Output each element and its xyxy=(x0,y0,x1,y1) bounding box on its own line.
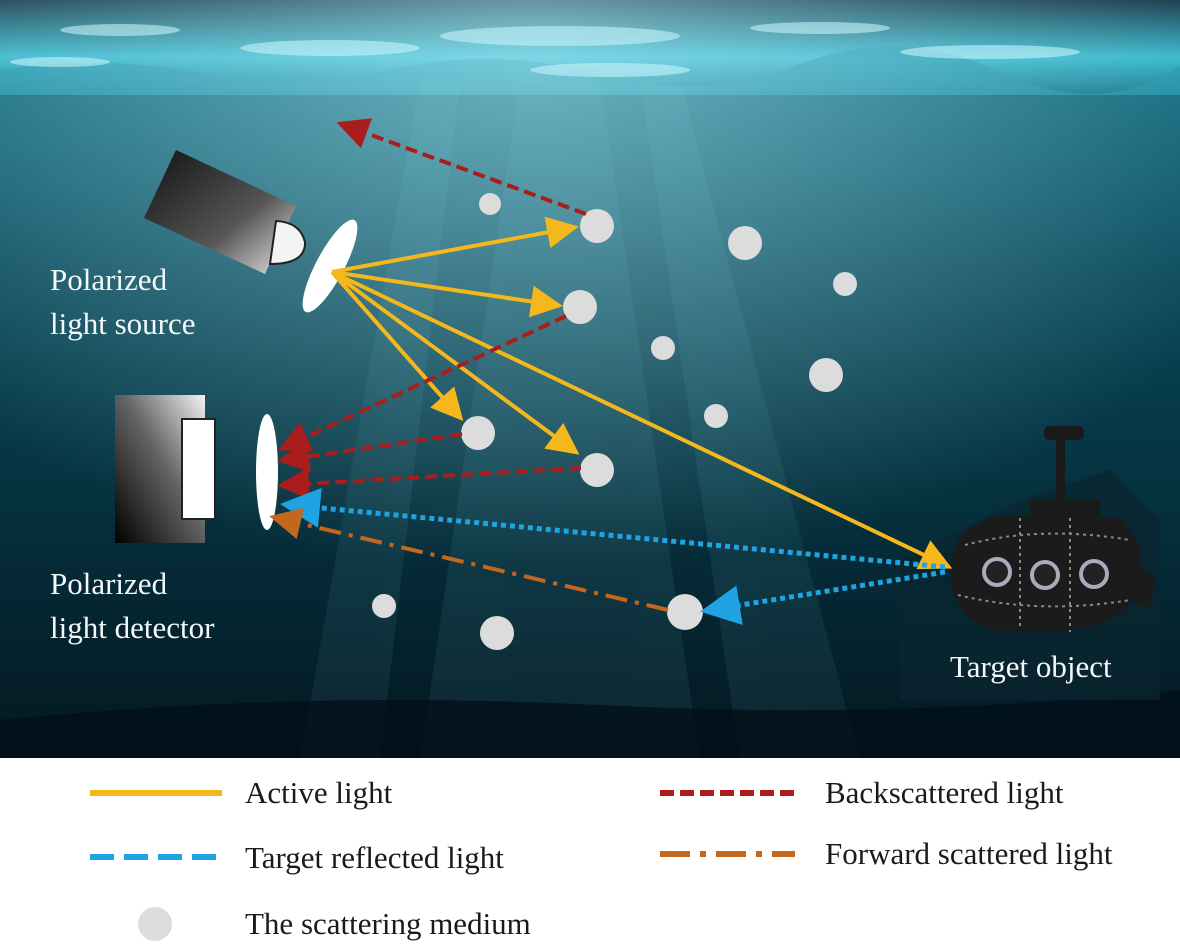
legend-label-target-reflected: Target reflected light xyxy=(245,840,504,875)
particle-icon xyxy=(651,336,675,360)
light-source-label-line1: Polarized xyxy=(50,262,168,297)
detector-label-line1: Polarized xyxy=(50,566,168,601)
light-source-label-line2: light source xyxy=(50,306,196,341)
legend-label-forward-scattered: Forward scattered light xyxy=(825,836,1113,871)
particle-icon xyxy=(833,272,857,296)
legend-swatch-medium xyxy=(138,907,172,941)
submarine-icon xyxy=(950,426,1155,632)
legend-label-active: Active light xyxy=(245,775,393,810)
target-reflected-rays xyxy=(280,487,946,625)
active-ray xyxy=(330,270,464,422)
particle-icon xyxy=(461,416,495,450)
reflected-ray xyxy=(280,487,946,570)
detector-icon xyxy=(115,395,278,543)
legend-label-backscattered: Backscattered light xyxy=(825,775,1064,810)
light-rays xyxy=(300,80,860,760)
light-source-label: Polarized light source xyxy=(50,258,196,346)
backscatter-ray xyxy=(277,466,582,500)
light-source-icon xyxy=(144,150,307,274)
target-label: Target object xyxy=(950,649,1112,684)
particle-icon xyxy=(667,594,703,630)
seabed xyxy=(0,690,1180,760)
particle-icon xyxy=(372,594,396,618)
active-ray xyxy=(330,270,580,455)
active-ray xyxy=(331,270,563,318)
active-ray xyxy=(331,270,953,570)
particle-icon xyxy=(480,616,514,650)
backscatter-ray xyxy=(277,314,567,452)
particle-icon xyxy=(809,358,843,392)
active-ray xyxy=(331,216,579,274)
underwater-scene xyxy=(0,0,1180,760)
particles xyxy=(372,193,857,650)
backscattered-rays xyxy=(277,118,587,500)
polarizer-icon xyxy=(302,219,358,313)
reflected-ray xyxy=(700,569,946,625)
legend-label-medium: The scattering medium xyxy=(245,906,531,941)
detector-label: Polarized light detector xyxy=(50,562,214,650)
particle-icon xyxy=(580,209,614,243)
particle-icon xyxy=(728,226,762,260)
particle-icon xyxy=(563,290,597,324)
detector-label-line2: light detector xyxy=(50,610,215,645)
particle-icon xyxy=(479,193,501,215)
active-light-rays xyxy=(330,216,953,570)
backscatter-ray xyxy=(277,432,463,473)
legend-swatches xyxy=(90,790,795,941)
particle-icon xyxy=(704,404,728,428)
legend: Active light Target reflected light The … xyxy=(0,758,1180,950)
particle-icon xyxy=(580,453,614,487)
backscatter-ray xyxy=(336,118,587,216)
forward-scattered-ray xyxy=(269,507,669,612)
